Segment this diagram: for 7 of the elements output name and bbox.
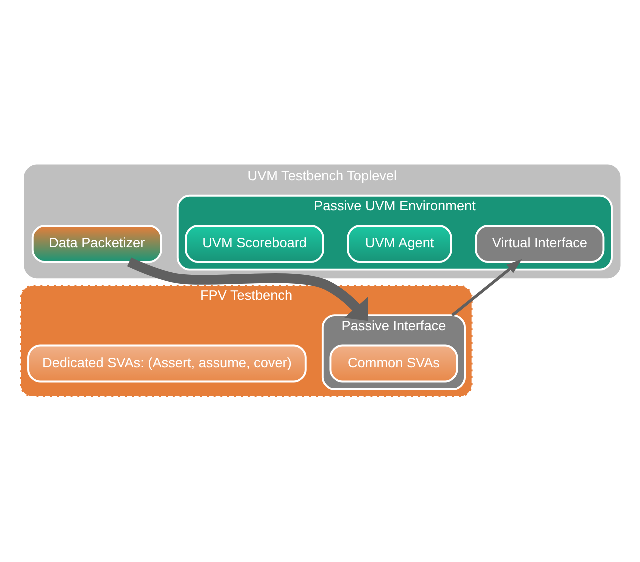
node-box: UVM Scoreboard	[185, 224, 324, 262]
node-box: Data Packetizer	[32, 224, 162, 262]
node-box: Virtual Interface	[475, 224, 605, 262]
node-box: Common SVAs	[330, 344, 458, 382]
node-box: Dedicated SVAs: (Assert, assume, cover)	[28, 344, 307, 382]
node-box: UVM Agent	[347, 224, 452, 262]
arrow	[452, 258, 522, 316]
